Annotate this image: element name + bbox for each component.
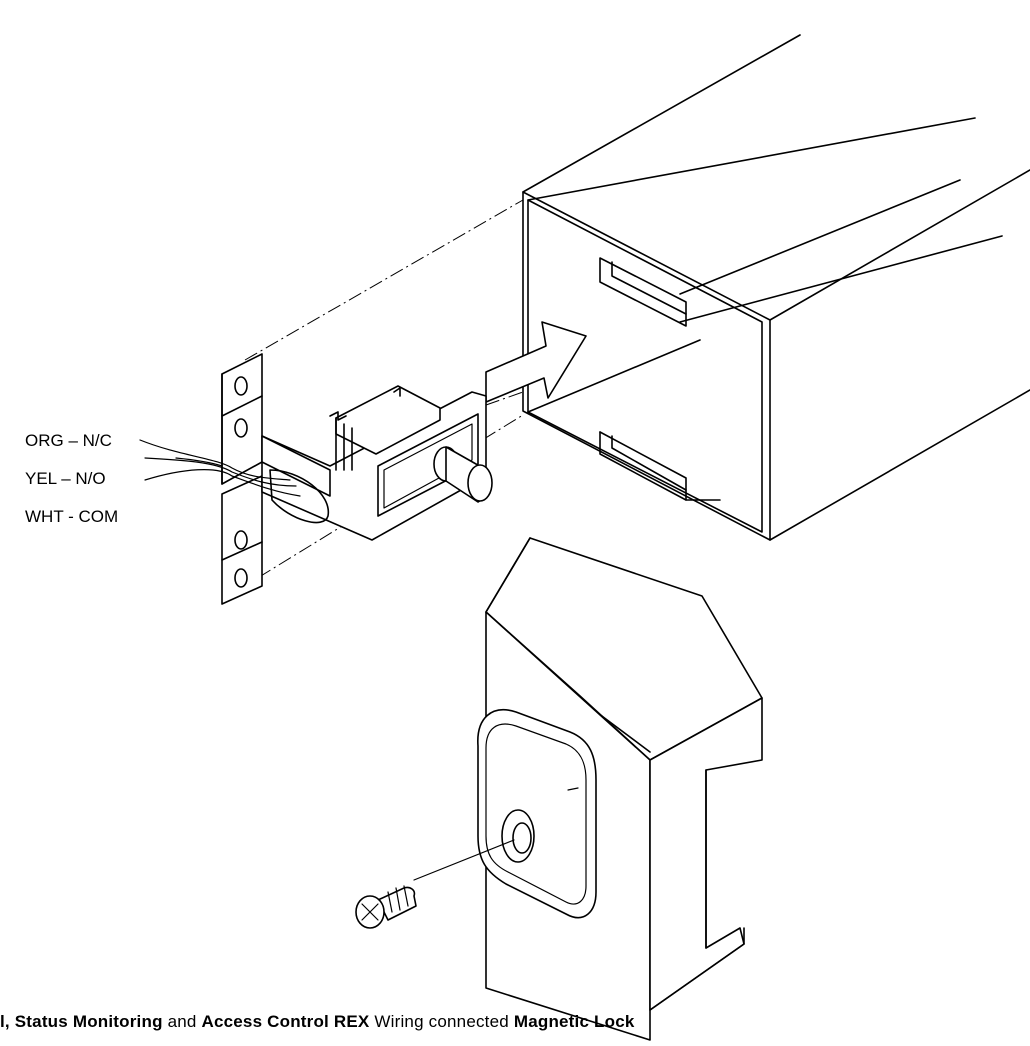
caption-part-2: and — [162, 1012, 202, 1031]
wire-label-orange: ORG – N/C — [25, 431, 112, 450]
mounting-screw — [355, 839, 515, 929]
switch-bracket-assembly — [221, 353, 493, 605]
insert-arrow-icon — [485, 321, 587, 403]
alignment-lines — [237, 199, 524, 591]
magnet-housing — [477, 537, 763, 1041]
caption-part-4: Wiring connected — [369, 1012, 514, 1031]
caption-part-1: l, Status Monitoring — [0, 1012, 163, 1031]
door-rail-tube — [522, 34, 1030, 541]
wire-label-yellow: YEL – N/O — [25, 469, 106, 488]
lead-wires — [139, 439, 301, 497]
wire-label-white: WHT - COM — [25, 507, 118, 526]
figure-caption: l, Status Monitoring and Access Control … — [0, 1012, 1030, 1032]
caption-part-3: Access Control REX — [201, 1012, 370, 1031]
caption-part-5: Magnetic Lock — [513, 1012, 635, 1031]
